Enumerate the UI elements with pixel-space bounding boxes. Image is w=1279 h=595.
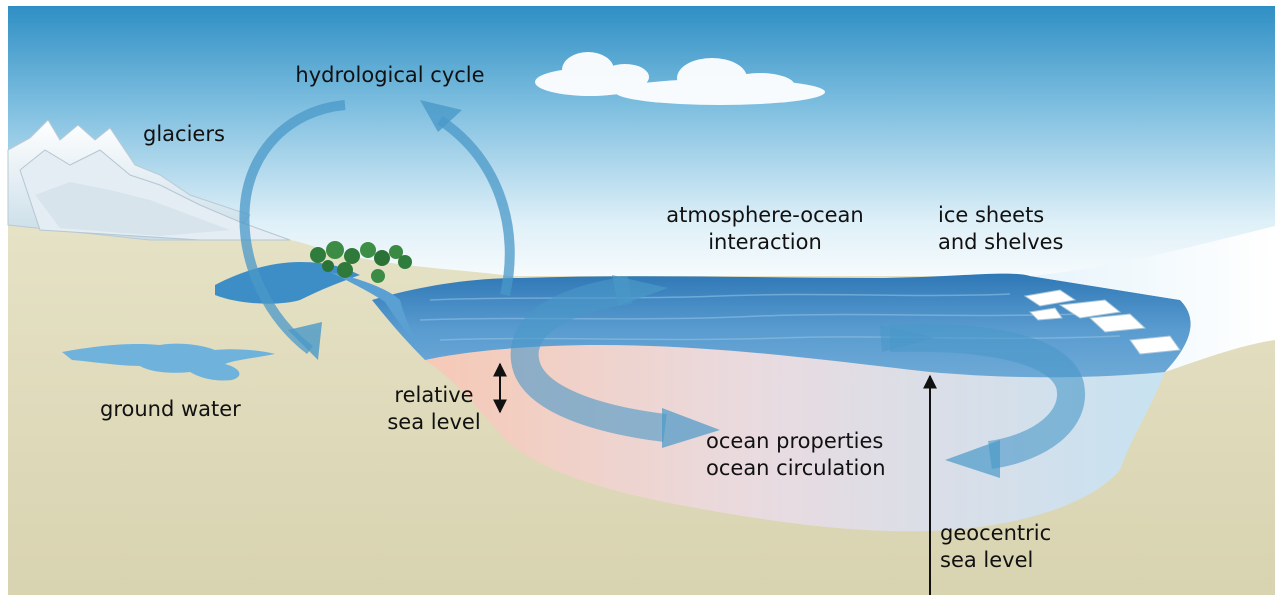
ground-water	[62, 343, 275, 381]
trees	[310, 241, 412, 283]
circulation-arrow-left	[510, 276, 667, 442]
ocean-properties-line-1: ocean properties	[706, 429, 884, 453]
hydro-cycle-arrowhead-bottom	[288, 322, 322, 360]
mountains	[7, 119, 291, 241]
circulation-arrowhead-top	[612, 275, 668, 306]
hydrological-cycle-label: hydrological cycle	[295, 63, 485, 87]
geocentric-sea-level-line-2: sea level	[940, 548, 1034, 572]
hydro-cycle-arrowhead-top	[420, 100, 462, 132]
atmosphere-ocean-line-1: atmosphere-ocean	[666, 203, 864, 227]
atmosphere-ocean-label: atmosphere-ocean interaction	[650, 202, 880, 256]
geocentric-sea-level-label: geocentric sea level	[940, 520, 1051, 574]
glaciers-label: glaciers	[143, 122, 225, 146]
relative-sea-level-label: relative sea level	[380, 382, 488, 436]
clouds	[535, 52, 825, 105]
circulation-arrowhead-right	[945, 440, 1000, 478]
circulation-arrow-right	[889, 323, 1086, 469]
ice-sheets-line-1: ice sheets	[938, 203, 1045, 227]
river	[330, 272, 420, 345]
circulation-arrowhead-right-top	[880, 325, 935, 352]
ice-floes	[1023, 289, 1181, 355]
ocean-basin	[425, 345, 1165, 532]
hydro-cycle-arrow-right	[437, 115, 515, 297]
geocentric-sea-level-line-1: geocentric	[940, 521, 1052, 545]
ocean-properties-label: ocean properties ocean circulation	[706, 428, 886, 482]
circulation-arrowhead-left	[662, 408, 720, 448]
relative-sea-level-line-2: sea level	[387, 410, 481, 434]
relative-sea-level-line-1: relative	[394, 383, 474, 407]
ocean-properties-line-2: ocean circulation	[706, 456, 886, 480]
atmosphere-ocean-line-2: interaction	[708, 230, 822, 254]
hydro-cycle-arrow	[239, 100, 346, 354]
ice-sheets-label: ice sheets and shelves	[938, 202, 1063, 256]
ice-sheets-line-2: and shelves	[938, 230, 1064, 254]
ground-water-label: ground water	[100, 397, 241, 421]
ice-shelf	[1030, 226, 1275, 372]
